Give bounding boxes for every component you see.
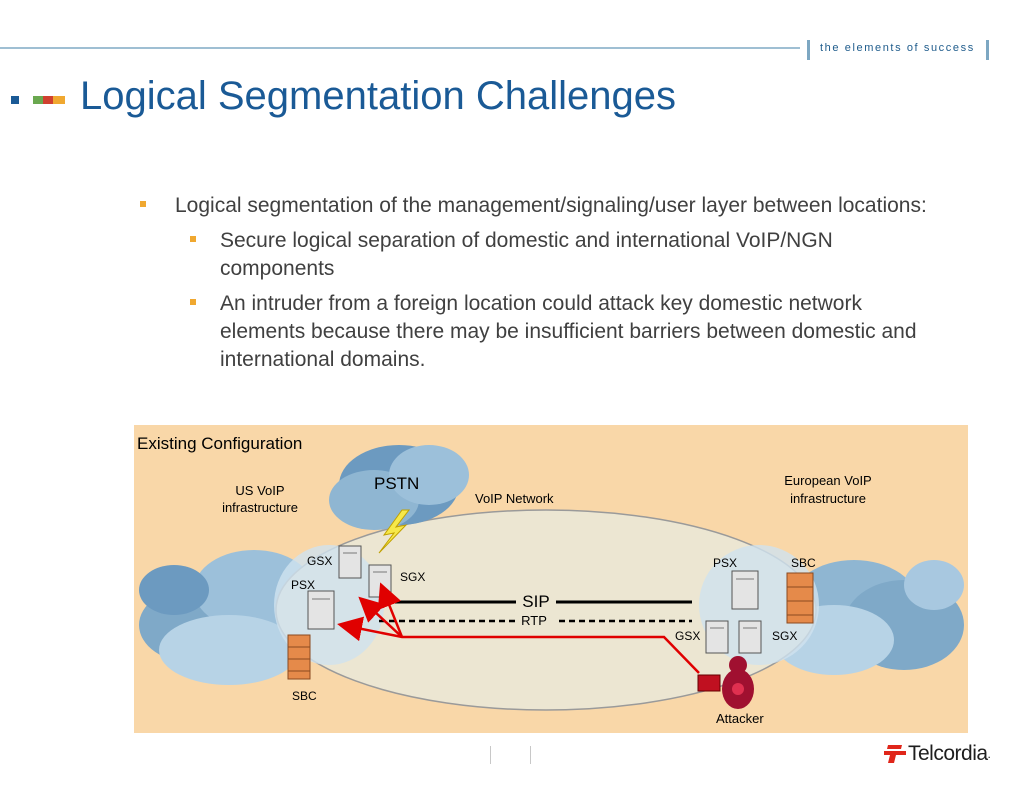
telcordia-mark-icon — [884, 745, 906, 763]
psx-server-icon — [307, 590, 335, 630]
sbc-eu-firewall-icon — [786, 572, 814, 624]
psx-eu-label: PSX — [713, 556, 737, 570]
attack-arrow — [358, 596, 403, 638]
bullet-marker — [190, 236, 196, 242]
title-decoration-orange — [53, 96, 65, 104]
sbc-eu-label: SBC — [791, 556, 816, 570]
sip-label: SIP — [522, 592, 549, 611]
pstn-cloud — [329, 445, 469, 530]
logo-text: Telcordia — [908, 742, 988, 765]
attack-arrow — [377, 582, 404, 638]
sub-bullet-item: Secure logical separation of domestic an… — [183, 227, 938, 283]
footer-divider — [490, 746, 491, 764]
eu-label-line2: infrastructure — [790, 491, 866, 506]
title-decoration-red — [43, 96, 53, 104]
bullet-list: Logical segmentation of the management/s… — [138, 192, 938, 374]
sgx-label: SGX — [400, 570, 425, 584]
tagline-bar-right — [986, 40, 989, 60]
attacker-icon — [697, 656, 754, 709]
psx-eu-server-icon — [731, 570, 759, 610]
sub-bullet-item: An intruder from a foreign location coul… — [183, 290, 938, 374]
logo-dot: . — [987, 747, 991, 761]
tagline-bar-left — [807, 40, 810, 60]
sub-bullet-text: An intruder from a foreign location coul… — [220, 292, 917, 371]
attacker-label: Attacker — [716, 711, 764, 726]
us-label-line2: infrastructure — [222, 500, 298, 515]
gsx-server-icon — [338, 545, 362, 579]
telcordia-logo: Telcordia . — [882, 742, 991, 766]
gsx-eu-label: GSX — [675, 629, 700, 643]
gsx-label: GSX — [307, 554, 332, 568]
eu-cloud — [774, 560, 964, 675]
bullet-text: Logical segmentation of the management/s… — [175, 194, 927, 217]
us-label-line1: US VoIP — [235, 483, 284, 498]
sbc-firewall-icon — [287, 634, 311, 680]
pstn-label: PSTN — [374, 474, 419, 493]
sub-bullet-text: Secure logical separation of domestic an… — [220, 229, 833, 280]
psx-label: PSX — [291, 578, 315, 592]
bullet-item: Logical segmentation of the management/s… — [138, 192, 938, 220]
title-decoration-green — [33, 96, 43, 104]
voip-network-label: VoIP Network — [475, 491, 554, 506]
sbc-label: SBC — [292, 689, 317, 703]
sgx-server-icon — [368, 564, 392, 598]
attack-arrow — [337, 616, 700, 674]
title-decoration — [11, 96, 19, 104]
sgx-eu-server-icon — [738, 620, 762, 654]
gsx-eu-server-icon — [705, 620, 729, 654]
header-divider — [0, 47, 800, 49]
lightning-icon — [378, 509, 411, 554]
bullet-marker — [140, 201, 146, 207]
tagline: the elements of success — [820, 42, 975, 54]
footer-divider — [530, 746, 531, 764]
bullet-marker — [190, 299, 196, 305]
figure-heading: Existing Configuration — [137, 434, 302, 453]
page-title: Logical Segmentation Challenges — [80, 74, 676, 118]
rtp-label: RTP — [521, 613, 547, 628]
diagram-canvas: Existing Configuration PSTN VoIP Network… — [137, 434, 964, 726]
network-diagram: Existing Configuration PSTN VoIP Network… — [134, 425, 968, 733]
eu-label-line1: European VoIP — [784, 473, 871, 488]
sgx-eu-label: SGX — [772, 629, 797, 643]
